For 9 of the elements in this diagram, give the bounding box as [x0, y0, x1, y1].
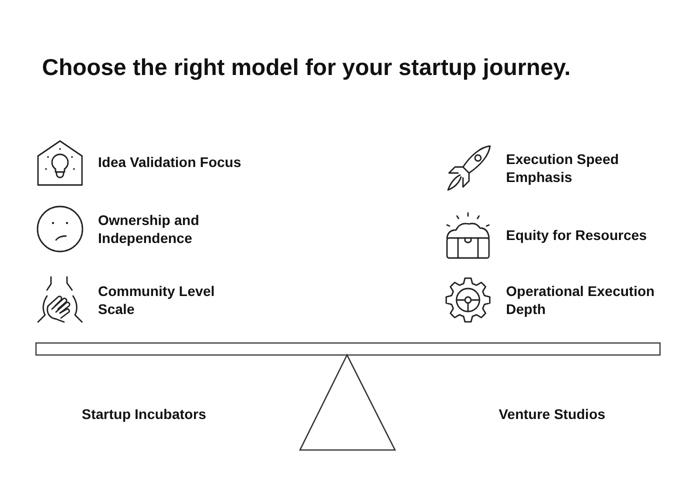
- feature-label: Execution Speed Emphasis: [506, 150, 620, 186]
- feature-label: Ownership and Independence: [98, 210, 200, 246]
- feature-label: Idea Validation Focus: [98, 153, 242, 171]
- feature-label: Equity for Resources: [506, 226, 648, 244]
- model-label: Venture Studios: [498, 405, 606, 423]
- feature-label: Operational Execution Depth: [506, 282, 656, 318]
- title: Choose the right model for your startup journey.: [42, 53, 571, 81]
- feature-label: Community Level Scale: [98, 282, 216, 318]
- model-label: Startup Incubators: [82, 405, 206, 423]
